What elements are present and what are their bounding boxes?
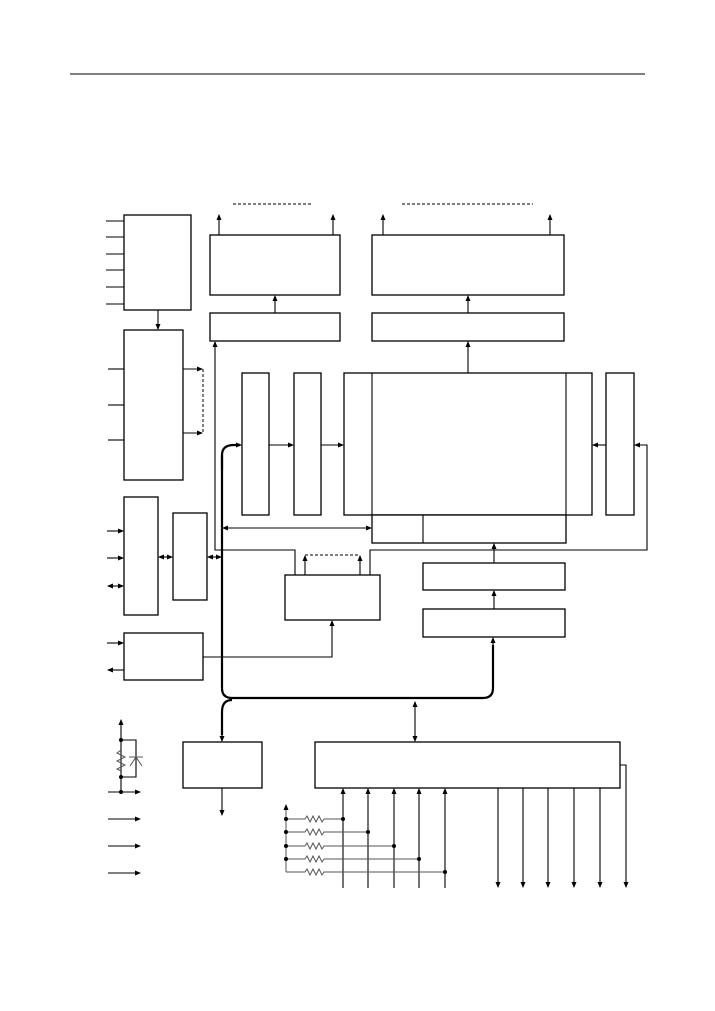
block-b [371, 234, 565, 296]
stage-1 [241, 372, 270, 516]
top-left-output-group [209, 203, 341, 342]
io-port-block [314, 741, 629, 888]
diode-icon [129, 756, 143, 767]
blocks-m-n [107, 496, 222, 616]
reset-circuit [108, 719, 143, 876]
blocks-i-j [422, 543, 566, 638]
resistor-icon [115, 749, 127, 772]
block-g [284, 554, 381, 621]
stage-right [605, 372, 635, 516]
pull-up-resistor-ladder [283, 804, 447, 877]
system-bus [219, 442, 496, 742]
block-o [107, 620, 335, 681]
core-frame [343, 372, 593, 516]
core-sub [371, 514, 567, 544]
stage-2 [293, 372, 322, 516]
pipeline [222, 372, 648, 575]
block-c [209, 312, 341, 342]
input-block-e [106, 214, 192, 330]
block-k [182, 741, 263, 816]
block-a [209, 234, 341, 296]
resistor-icon [286, 814, 445, 877]
top-right-output-group [371, 203, 565, 373]
control-line [212, 341, 296, 575]
block-f [108, 329, 204, 481]
block-d [371, 312, 565, 342]
